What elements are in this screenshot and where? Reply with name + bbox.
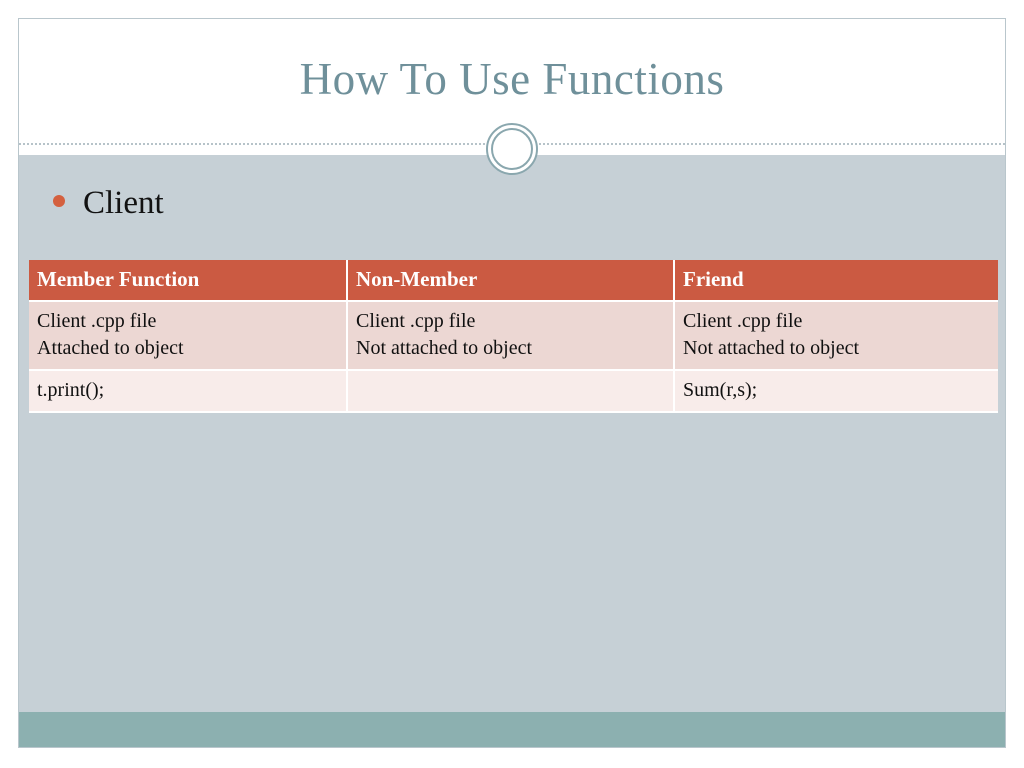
table-row: Client .cpp file Attached to object Clie…	[29, 301, 998, 371]
table-cell	[347, 370, 675, 413]
cell-line: Client .cpp file	[356, 310, 476, 332]
cell-line: t.print();	[37, 379, 105, 401]
bullet-item-label: Client	[83, 185, 164, 221]
page-title: How To Use Functions	[299, 54, 725, 104]
table-cell: Client .cpp file Attached to object	[29, 301, 348, 371]
circle-ornament-icon	[486, 123, 538, 175]
slide-body: Client Member Function Non-Member Friend…	[19, 155, 1005, 712]
round-bullet-icon	[53, 195, 65, 207]
bottom-accent-bar	[19, 712, 1005, 747]
cell-line: Not attached to object	[683, 337, 860, 359]
table-cell: Client .cpp file Not attached to object	[674, 301, 998, 371]
column-header-non-member: Non-Member	[347, 260, 675, 302]
cell-line: Client .cpp file	[683, 310, 803, 332]
table-cell: Client .cpp file Not attached to object	[347, 301, 675, 371]
cell-line: Not attached to object	[356, 337, 533, 359]
cell-line: Client .cpp file	[37, 310, 157, 332]
cell-line: Sum(r,s);	[683, 379, 758, 401]
table-cell: Sum(r,s);	[674, 370, 998, 413]
column-header-friend: Friend	[674, 260, 998, 302]
functions-comparison-table: Member Function Non-Member Friend Client…	[29, 260, 998, 413]
bullet-list-item: Client	[53, 185, 164, 221]
table-cell: t.print();	[29, 370, 348, 413]
column-header-member-function: Member Function	[29, 260, 348, 302]
cell-line: Attached to object	[37, 337, 184, 359]
table-header-row: Member Function Non-Member Friend	[29, 260, 998, 302]
slide: How To Use Functions Client Member Funct…	[18, 18, 1006, 748]
table-row: t.print(); Sum(r,s);	[29, 370, 998, 413]
